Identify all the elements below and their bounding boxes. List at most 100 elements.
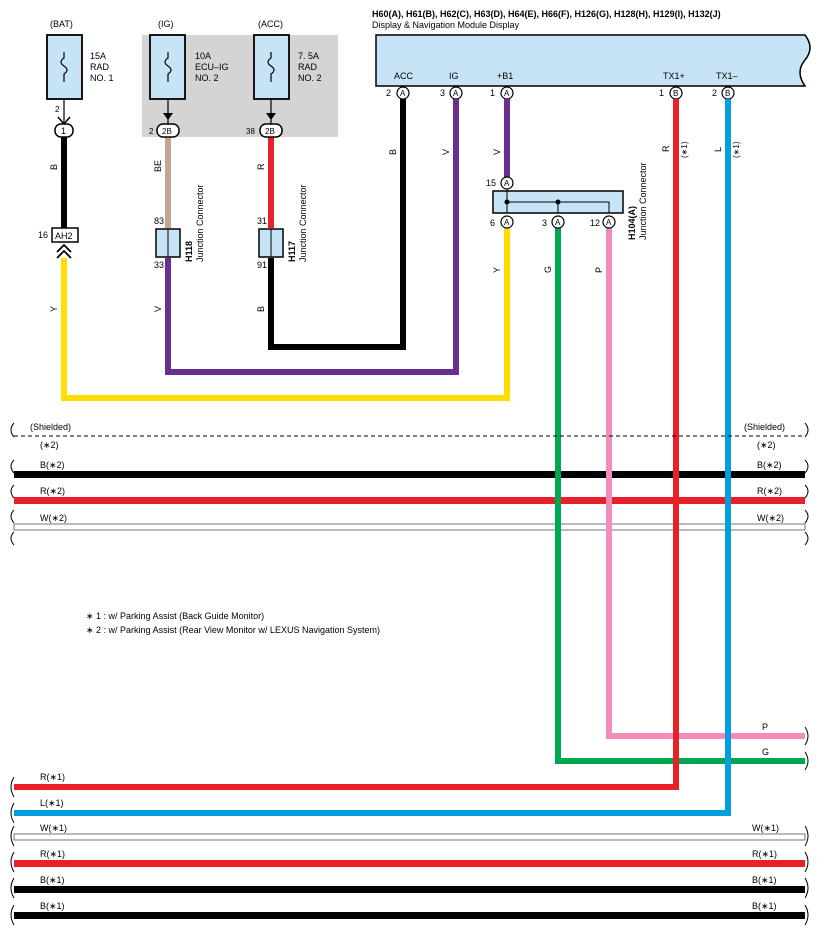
bus-wire-w2: [13, 523, 806, 531]
bus-wire-b1b-right: B(∗1): [752, 901, 777, 911]
wire-label-ig-be: BE: [153, 160, 163, 172]
shielded-left: (Shielded): [30, 422, 71, 432]
pin-label-tx1p: TX1+: [663, 71, 685, 81]
fuse-acc-name2: NO. 2: [298, 73, 322, 83]
wire-label-p: P: [594, 267, 604, 273]
wire-tx1m-blue: [14, 99, 731, 816]
pin-conn-b1-letter: A: [504, 89, 510, 98]
fuse-ig-box: [149, 34, 186, 100]
wire-label-b-acc: B: [256, 306, 266, 312]
junction-2b-acc-label: 2B: [265, 127, 275, 136]
wire-label-bat-b: B: [49, 164, 59, 170]
bus-wire-b1a: [14, 886, 805, 893]
pin-label-tx1m: TX1–: [716, 71, 738, 81]
wire-label-acc-module: B: [388, 149, 398, 155]
h117-desc: Junction Connector: [298, 184, 308, 262]
connector-1: [54, 123, 74, 138]
bus-top-right-bracket: [804, 422, 809, 546]
bus-wire-r1b-right: R(∗1): [752, 849, 777, 859]
wire-label-tx1p-star: (∗1): [680, 141, 689, 158]
star2-right: (∗2): [757, 440, 776, 450]
junction-2b-acc: [259, 123, 283, 138]
bus-wire-b2-left: B(∗2): [40, 460, 65, 470]
pin-conn-tx1m-letter: B: [725, 89, 730, 98]
pin-label-ig: IG: [449, 71, 459, 81]
pin-num-tx1p: 1: [659, 88, 664, 98]
bus-wire-l1-left: L(∗1): [40, 798, 64, 808]
bus-wire-r1b-left: R(∗1): [40, 849, 65, 859]
fuse-bat-symbol: [60, 52, 68, 82]
fuse-bat-source: (BAT): [50, 19, 73, 29]
shielded-right: (Shielded): [744, 422, 785, 432]
ah2-pin: 16: [38, 230, 48, 240]
bus-wire-r2: [14, 497, 805, 504]
bus-top-left-bracket: [10, 422, 15, 546]
fuse-acc-name1: RAD: [298, 62, 318, 72]
fuse-ig-name1: ECU–IG: [195, 62, 229, 72]
pin-conn-ig-letter: A: [453, 89, 459, 98]
h118-pin-top: 83: [154, 216, 164, 226]
bus-wire-w1-left: W(∗1): [40, 823, 67, 833]
bus-wire-b1a-right: B(∗1): [752, 875, 777, 885]
fuse-bat-rating: 15A: [90, 51, 106, 61]
exit-label-g: G: [762, 747, 769, 757]
wire-label-tx1m-star: (∗1): [732, 141, 741, 158]
bus-top-wires: B(∗2) B(∗2) R(∗2) R(∗2) W(∗2) W(∗2): [13, 460, 806, 531]
bus-wire-b2: [14, 471, 805, 478]
crossing-wires: [555, 465, 731, 535]
fuse-acc-rating: 7. 5A: [298, 51, 319, 61]
pin-conn-tx1p-letter: B: [673, 89, 678, 98]
wire-label-ig-module: V: [441, 149, 451, 155]
bus-wire-w1-right: W(∗1): [752, 823, 779, 833]
wire-black-acc: [268, 99, 406, 350]
fuse-acc-source: (ACC): [258, 19, 283, 29]
wire-label-tx1p: R: [661, 145, 671, 152]
fuse-bat-name1: RAD: [90, 62, 110, 72]
pin-num-ig: 3: [440, 88, 445, 98]
h104-pin-12: 12: [590, 218, 600, 228]
bus-bottom-wires: R(∗1) L(∗1) W(∗1) W(∗1) R(∗1) R(∗1) B(∗1…: [13, 772, 806, 919]
bus-bottom-right-bracket: [804, 825, 809, 926]
h118-pin-bottom: 33: [154, 260, 164, 270]
connector-1-label: 1: [61, 126, 66, 136]
exit-label-p: P: [762, 722, 768, 732]
fuse-ig-pin: 2: [149, 127, 154, 136]
h104-pin-6: 6: [490, 218, 495, 228]
fuse-acc-symbol: [267, 52, 275, 82]
h104-desc: Junction Connector: [638, 162, 648, 240]
bus-wire-w2-right: W(∗2): [757, 513, 784, 523]
connector-ah2-label: AH2: [55, 231, 73, 241]
bus-wire-w2-left: W(∗2): [40, 513, 67, 523]
wire-yellow: [61, 226, 510, 401]
pin-num-b1: 1: [490, 88, 495, 98]
h117-pin-top: 31: [257, 216, 267, 226]
h118-desc: Junction Connector: [195, 184, 205, 262]
bus-wire-b1b: [14, 912, 805, 919]
wire-label-b1-module: V: [492, 149, 502, 155]
wire-label-v-ig: V: [153, 306, 163, 312]
junction-2b-ig: [156, 123, 180, 138]
pin-num-tx1m: 2: [712, 88, 717, 98]
wire-label-y-left: Y: [49, 306, 59, 312]
bus-wire-w1: [13, 833, 806, 841]
svg-text:A: A: [606, 218, 612, 227]
pin-num-acc: 2: [386, 88, 391, 98]
wire-violet-ig: [165, 99, 459, 375]
wire-label-y-h104: Y: [492, 267, 502, 273]
fuse-ig-source: (IG): [158, 19, 174, 29]
wire-label-tx1m: L: [713, 147, 723, 152]
note-2: ∗ 2 : w/ Parking Assist (Rear View Monit…: [86, 625, 380, 635]
h118-id: H118: [184, 241, 194, 262]
bus-wire-b1a-left: B(∗1): [40, 875, 65, 885]
svg-text:A: A: [504, 218, 510, 227]
fuse-ig-rating: 10A: [195, 51, 211, 61]
bus-bottom-left-bracket: [10, 776, 15, 926]
pin-label-b1: +B1: [497, 71, 513, 81]
module-name: Display & Navigation Module Display: [372, 20, 520, 30]
connector-ah2: [51, 227, 79, 243]
h104-pin-3: 3: [542, 218, 547, 228]
fuse-acc-pin: 38: [246, 127, 255, 136]
h104-pin-top: 15: [486, 178, 496, 188]
junction-2b-ig-label: 2B: [162, 127, 172, 136]
